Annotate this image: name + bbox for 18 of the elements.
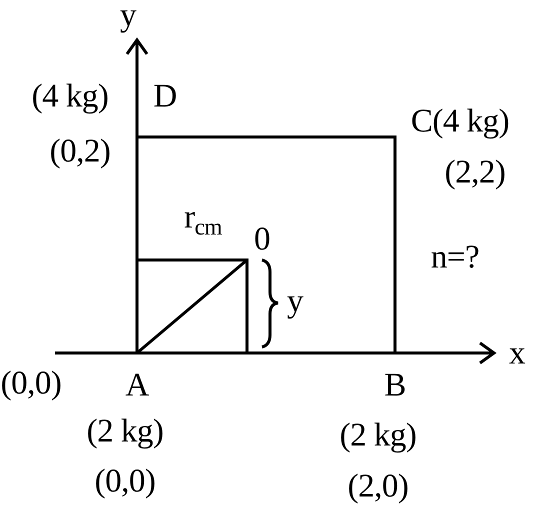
label-text: x	[509, 338, 525, 370]
label-text: (2,0)	[348, 470, 408, 504]
label-text: (0,2)	[50, 136, 110, 168]
label-text: (2,2)	[444, 156, 506, 190]
label-text: n=?	[430, 242, 480, 274]
label-text: y	[120, 0, 136, 32]
label-text: A	[125, 370, 149, 402]
label-text: D	[153, 80, 177, 114]
label-text: y	[287, 286, 303, 318]
label-text: (2 kg)	[340, 420, 416, 452]
label-text: (0,0)	[94, 466, 156, 498]
label-text: (2 kg)	[86, 416, 164, 448]
label-text: 0	[254, 224, 270, 256]
label-text: (0,0)	[0, 368, 62, 400]
label-text: r$_{cm}$	[184, 202, 222, 238]
label-text: (4 kg)	[32, 80, 108, 114]
label-text: C(4 kg)	[410, 106, 510, 138]
label-text: B	[384, 370, 406, 402]
